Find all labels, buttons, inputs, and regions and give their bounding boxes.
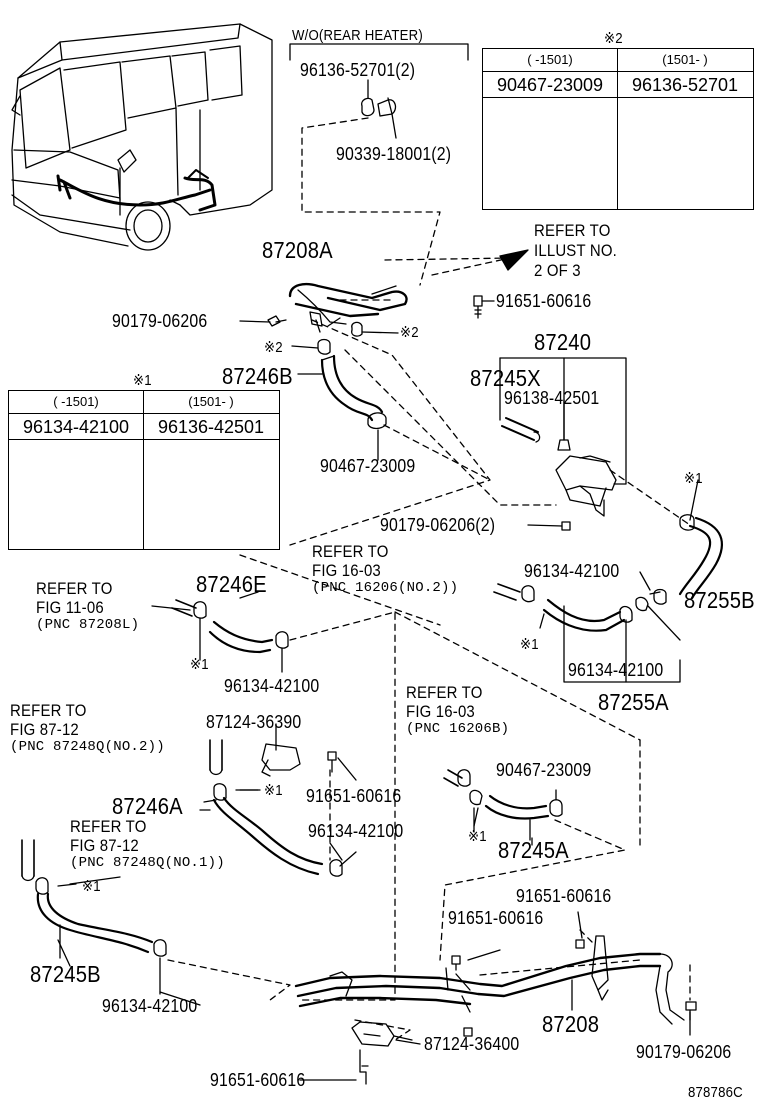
- label-87245b: 87245B: [30, 961, 101, 987]
- label-91651-60616-c: 91651-60616: [516, 886, 612, 906]
- table-x1-part-1: 96134-42100: [22, 417, 130, 437]
- label-96134-42100-b: 96134-42100: [224, 676, 320, 696]
- label-96134-42100-a: 96134-42100: [524, 561, 620, 581]
- refer-illust-line1: REFER TO: [534, 221, 611, 240]
- label-90179-06206-a: 90179-06206: [112, 311, 208, 331]
- mark-x1-c: ※1: [190, 656, 209, 673]
- van-illustration: [11, 23, 273, 251]
- table-x2-header-1: ( -1501): [527, 52, 573, 67]
- diagram-code: 878786C: [688, 1084, 743, 1101]
- table-x2-part-2: 96136-52701: [631, 75, 739, 95]
- note-without-rear-heater: W/O(REAR HEATER): [292, 27, 423, 44]
- refer-fig87b-line1: REFER TO: [70, 817, 147, 836]
- label-87255a: 87255A: [598, 689, 669, 715]
- mark-x1-d: ※1: [264, 782, 283, 799]
- refer-fig16-line2: FIG 16-03: [312, 561, 381, 580]
- refer-illust-line3: 2 OF 3: [534, 261, 581, 280]
- label-91651-60616-a: 91651-60616: [496, 291, 592, 311]
- refer-fig16b-line2: FIG 16-03: [406, 702, 475, 721]
- refer-fig11-line3: (PNC 87208L): [36, 617, 140, 633]
- refer-fig87a-line3: (PNC 87248Q(NO.2)): [10, 739, 165, 755]
- label-87245a: 87245A: [498, 837, 569, 863]
- table-x1-header-1: ( -1501): [53, 394, 99, 409]
- table-x2-header-2: (1501- ): [662, 52, 708, 67]
- refer-fig11-line1: REFER TO: [36, 579, 113, 598]
- label-87208: 87208: [542, 1011, 600, 1037]
- refer-fig87b-line2: FIG 87-12: [70, 836, 139, 855]
- label-87255b: 87255B: [684, 587, 755, 613]
- part-87208a-art: [267, 282, 408, 333]
- clamp-table-x2: ( -1501) (1501- ) 90467-23009 96136-5270…: [482, 48, 754, 210]
- label-90467-23009-b: 90467-23009: [496, 760, 592, 780]
- table-x2-part-1: 90467-23009: [496, 75, 604, 95]
- label-87246a: 87246A: [112, 793, 183, 819]
- refer-illust-line2: ILLUST NO.: [534, 241, 617, 260]
- label-96134-42100-d: 96134-42100: [308, 821, 404, 841]
- clamp-table-x1: ( -1501) (1501- ) 96134-42100 96136-4250…: [8, 390, 280, 550]
- mark-x1-e: ※1: [468, 828, 487, 845]
- label-91651-60616-d: 91651-60616: [448, 908, 544, 928]
- label-87246e: 87246E: [196, 571, 267, 597]
- label-87246b: 87246B: [222, 363, 293, 389]
- label-87124-36400: 87124-36400: [424, 1034, 520, 1054]
- refer-fig87b-line3: (PNC 87248Q(NO.1)): [70, 855, 225, 871]
- mark-x2-b: ※2: [264, 339, 283, 356]
- label-87124-36390: 87124-36390: [206, 712, 302, 732]
- label-90179-06206-b: 90179-06206: [636, 1042, 732, 1062]
- table-x1-part-2: 96136-42501: [157, 417, 265, 437]
- label-96134-42100-e: 96134-42100: [102, 996, 198, 1016]
- table-x2-mark: ※2: [604, 30, 623, 47]
- mark-x1-b: ※1: [520, 636, 539, 653]
- label-90339-18001-2: 90339-18001(2): [336, 144, 452, 164]
- label-91651-60616-b: 91651-60616: [306, 786, 402, 806]
- label-96138-42501: 96138-42501: [504, 388, 600, 408]
- table-x1-header-2: (1501- ): [188, 394, 234, 409]
- table-x1-mark: ※1: [133, 372, 152, 389]
- refer-fig16-line3: (PNC 16206(NO.2)): [312, 580, 459, 596]
- label-96134-42100-c: 96134-42100: [568, 660, 664, 680]
- mark-x1-f: ※1: [82, 878, 101, 895]
- refer-fig87a-line1: REFER TO: [10, 701, 87, 720]
- mark-x2-a: ※2: [400, 324, 419, 341]
- label-90467-23009-a: 90467-23009: [320, 456, 416, 476]
- mark-x1-a: ※1: [684, 470, 703, 487]
- label-91651-60616-e: 91651-60616: [210, 1070, 306, 1090]
- refer-fig16-line1: REFER TO: [312, 542, 389, 561]
- leader-lines: [57, 300, 699, 1081]
- refer-fig87a-line2: FIG 87-12: [10, 720, 79, 739]
- dashed-leaders: [167, 117, 691, 1041]
- label-87208a: 87208A: [262, 237, 333, 263]
- part-87208-art: [294, 935, 685, 1037]
- refer-fig11-line2: FIG 11-06: [36, 598, 104, 617]
- refer-fig16b-line1: REFER TO: [406, 683, 483, 702]
- refer-fig16b-line3: (PNC 16206B): [406, 721, 510, 737]
- label-96136-52701-2: 96136-52701(2): [300, 60, 416, 80]
- label-90179-06206-2: 90179-06206(2): [380, 515, 496, 535]
- label-87245x: 87245X: [470, 365, 541, 391]
- label-87240: 87240: [534, 329, 592, 355]
